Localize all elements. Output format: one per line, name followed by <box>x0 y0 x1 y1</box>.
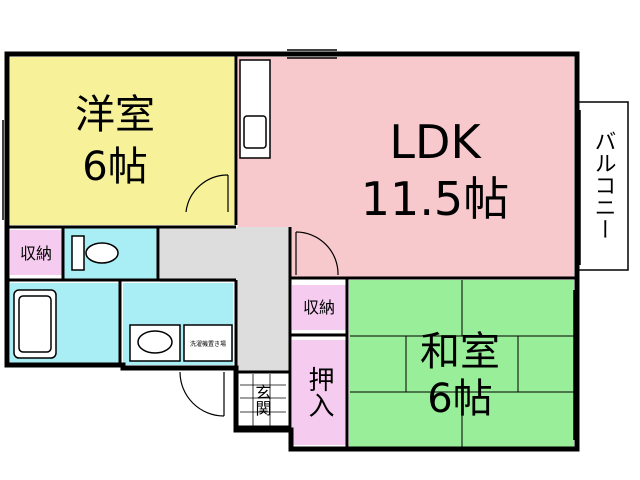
western-room-name: 洋室 <box>75 92 155 138</box>
kitchen-counter <box>239 59 271 159</box>
japanese-room-name: 和室 <box>420 329 500 375</box>
oshiire-box <box>292 340 347 445</box>
sink-fixture <box>129 324 181 362</box>
storage-mid-label: 収納 <box>303 298 335 317</box>
toilet-fixture <box>71 235 119 271</box>
washer-space-box <box>183 324 233 362</box>
corridor <box>236 282 290 372</box>
japanese-room-size: 6帖 <box>427 376 492 422</box>
ldk-room <box>238 57 574 277</box>
entrance-label: 玄関 <box>253 384 272 417</box>
ldk-room-name: LDK <box>389 115 482 169</box>
windows <box>2 49 581 440</box>
interior-walls <box>7 54 577 449</box>
bathtub-fixture <box>13 289 57 359</box>
door-swings <box>179 174 339 417</box>
hallway <box>160 227 290 282</box>
balcony-label: バルコニー <box>591 130 616 240</box>
walls <box>4 51 580 452</box>
storage-left-box <box>10 230 63 275</box>
entrance-grid <box>240 374 286 426</box>
washer-space-label: 洗濯機置き場 <box>190 340 226 348</box>
tatami-lines <box>350 280 574 447</box>
western-room <box>10 57 235 225</box>
oshiire-label: 押入 <box>304 366 334 418</box>
western-room-size: 6帖 <box>82 144 147 190</box>
storage-left-label: 収納 <box>20 244 52 263</box>
ldk-room-size: 11.5帖 <box>361 172 509 226</box>
entrance-box <box>238 372 288 427</box>
storage-mid-box <box>292 285 347 330</box>
